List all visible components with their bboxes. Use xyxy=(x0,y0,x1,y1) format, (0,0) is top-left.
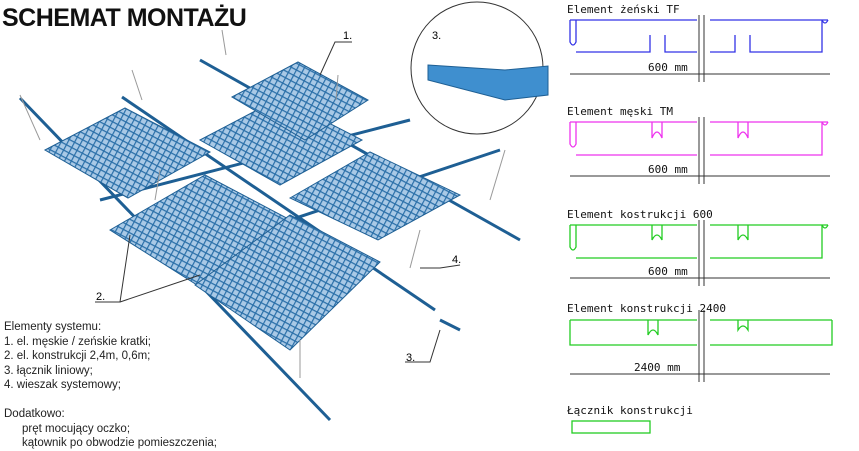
grid-panel-lifted xyxy=(230,61,369,141)
grid-panel xyxy=(194,214,381,351)
dimension-lines xyxy=(570,15,830,382)
legend-item: 3. łącznik liniowy; xyxy=(4,364,93,377)
profile-title: Element żeński TF xyxy=(567,3,680,16)
extra-heading: Dodatkowo: xyxy=(4,407,65,420)
grid-panels xyxy=(43,61,462,351)
system-legend: Elementy systemu: 1. el. męskie / zeński… xyxy=(4,320,217,451)
profile-dimension: 600 mm xyxy=(648,163,688,176)
extra-item: kątownik po obwodzie pomieszczenia; xyxy=(22,437,217,450)
extra-item: pręt mocujący oczko; xyxy=(22,422,131,435)
profile-drawings xyxy=(569,19,833,434)
legend-item: 4. wieszak systemowy; xyxy=(4,379,121,392)
profile-dimension: 600 mm xyxy=(648,61,688,74)
leader-lines xyxy=(95,41,461,363)
profile-dimension: 2400 mm xyxy=(634,361,681,374)
connector-profile xyxy=(571,420,651,434)
legend-item: 1. el. męskie / zeńskie kratki; xyxy=(4,335,151,348)
grid-panel xyxy=(43,107,212,199)
profile-title: Łącznik konstrukcji xyxy=(567,404,693,417)
profile-title: Element konstrukcji 2400 xyxy=(567,302,726,315)
callout-2: 2. xyxy=(96,291,106,303)
profile-dimension: 600 mm xyxy=(648,265,688,278)
hangers xyxy=(19,29,506,378)
callout-4: 4. xyxy=(452,254,462,266)
callout-3: 3. xyxy=(406,352,416,364)
grid-panel xyxy=(288,151,462,241)
callout-1: 1. xyxy=(343,30,353,42)
legend-item: 2. el. konstrukcji 2,4m, 0,6m; xyxy=(4,350,151,363)
connector-detail xyxy=(427,64,549,101)
legend-heading: Elementy systemu: xyxy=(4,321,102,333)
page-title: SCHEMAT MONTAŻU xyxy=(2,4,247,32)
profile-title: Element kostrukcji 600 xyxy=(567,208,713,221)
detail-callout: 3. xyxy=(432,30,442,42)
profile-title: Element męski TM xyxy=(567,105,673,118)
